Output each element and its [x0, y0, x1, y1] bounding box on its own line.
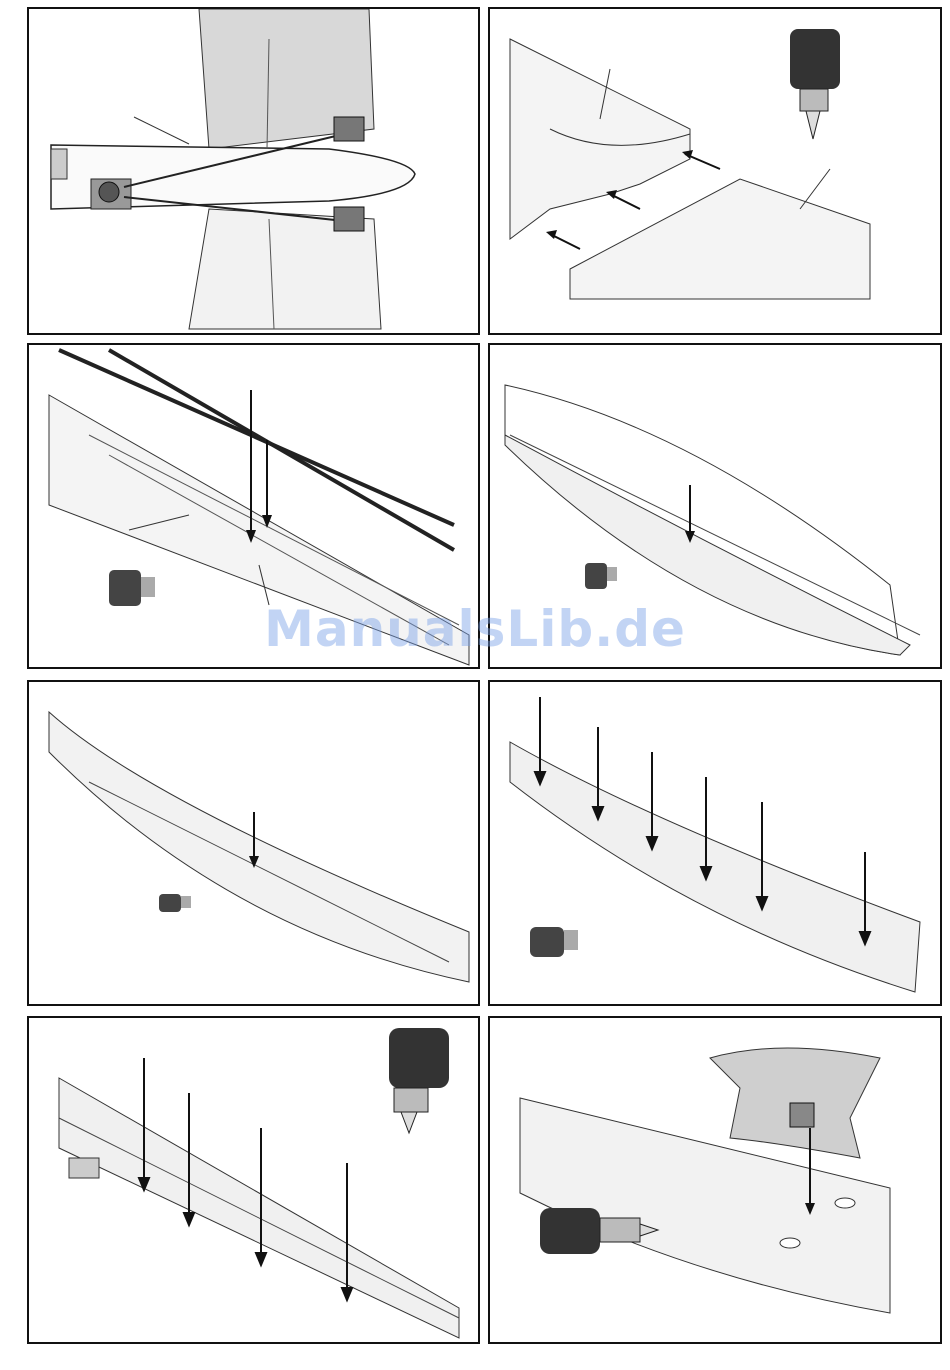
wing-panel-underside-drawing — [29, 682, 480, 1006]
panel-wing-panel-top — [488, 343, 942, 669]
panel-servo-cover — [488, 1016, 942, 1344]
panel-wing-panel-underside — [27, 680, 480, 1006]
glue-bottle-icon — [159, 894, 191, 912]
glue-bottle-icon — [389, 1028, 449, 1133]
panel-wing-joint — [488, 7, 942, 335]
spar-rods-drawing — [29, 345, 480, 669]
glue-bottle-icon — [109, 570, 155, 606]
glue-bottle-icon — [585, 563, 617, 589]
panel-cap-strips — [27, 1016, 480, 1344]
glue-bottle-icon — [790, 29, 840, 139]
cap-strips-drawing — [29, 1018, 480, 1344]
servo-cover-drawing — [490, 1018, 942, 1344]
panel-spar-rods — [27, 343, 480, 669]
tail-linkage-drawing — [29, 9, 480, 335]
glue-bottle-icon — [530, 927, 578, 957]
panel-rib-strips — [488, 680, 942, 1006]
wing-joint-drawing — [490, 9, 942, 335]
panel-tail-linkage — [27, 7, 480, 335]
rib-strips-drawing — [490, 682, 942, 1006]
wing-panel-top-drawing — [490, 345, 942, 669]
